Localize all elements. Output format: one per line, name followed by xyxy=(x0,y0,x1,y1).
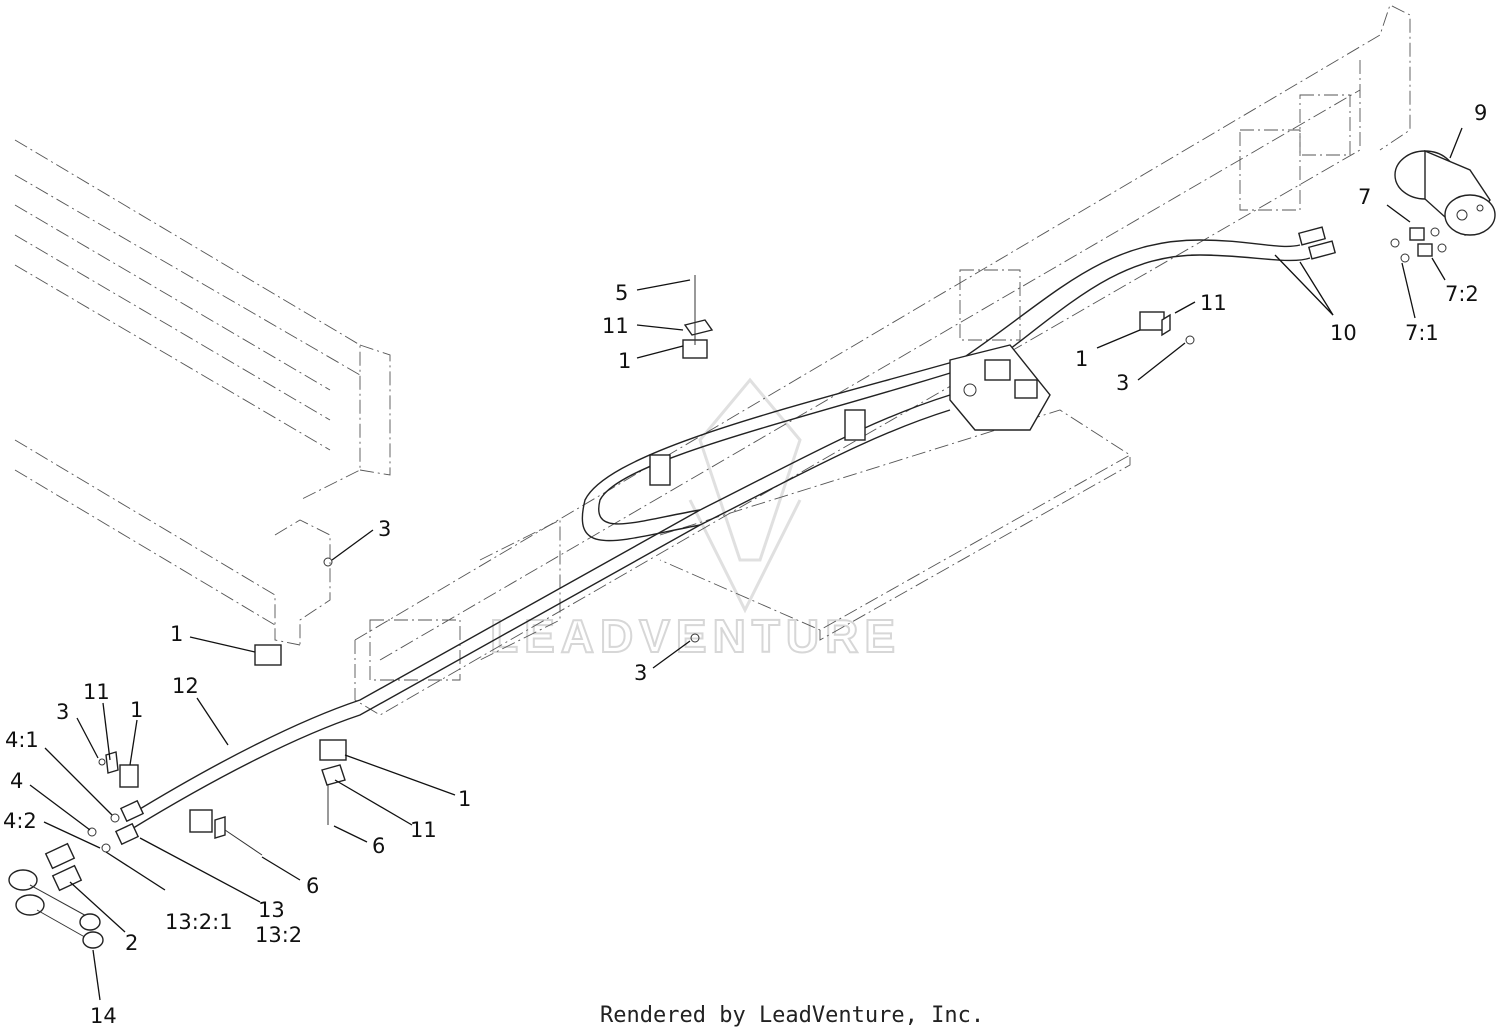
callout-10: 10 xyxy=(1330,321,1357,345)
watermark: LEADVENTURE xyxy=(489,377,901,663)
callout-labels: 9 7 7:2 7:1 10 11 1 3 5 11 1 3 1 3 12 11… xyxy=(3,101,1487,1028)
callout-13-2-1: 13:2:1 xyxy=(165,910,233,934)
callout-11-top: 11 xyxy=(602,314,629,338)
bed-outline xyxy=(14,139,391,646)
callout-1-bottom: 1 xyxy=(458,787,471,811)
callout-3-left: 3 xyxy=(56,700,69,724)
callout-2: 2 xyxy=(125,931,138,955)
callout-1-top: 1 xyxy=(618,349,631,373)
callout-6-bottom: 6 xyxy=(372,834,385,858)
callout-11-left: 11 xyxy=(83,680,110,704)
callout-13-2: 13:2 xyxy=(255,923,302,947)
callout-3-right: 3 xyxy=(1116,371,1129,395)
frame-rail xyxy=(354,4,1411,716)
callout-11-right: 11 xyxy=(1200,291,1227,315)
callout-9: 9 xyxy=(1474,101,1487,125)
callout-7-2: 7:2 xyxy=(1445,282,1479,306)
clamps xyxy=(98,275,1195,856)
callout-3-bed: 3 xyxy=(378,517,391,541)
callout-12: 12 xyxy=(172,674,199,698)
valve-block xyxy=(949,344,1051,431)
callout-6-left: 6 xyxy=(306,874,319,898)
callout-5: 5 xyxy=(615,281,628,305)
callout-7-1: 7:1 xyxy=(1405,321,1439,345)
callout-13: 13 xyxy=(258,898,285,922)
watermark-text: LEADVENTURE xyxy=(490,610,901,662)
hydraulic-hoses xyxy=(129,239,1311,831)
quick-couplers xyxy=(8,799,145,949)
lower-plate xyxy=(659,409,1131,641)
callout-7: 7 xyxy=(1358,185,1371,209)
callout-4-1: 4:1 xyxy=(5,728,39,752)
footer-credit: Rendered by LeadVenture, Inc. xyxy=(600,1003,984,1028)
hydraulic-motor xyxy=(1394,149,1496,237)
callout-4: 4 xyxy=(10,769,23,793)
callout-14: 14 xyxy=(90,1004,117,1028)
callout-1-left: 1 xyxy=(170,622,183,646)
callout-4-2: 4:2 xyxy=(3,809,37,833)
callout-1-coupler: 1 xyxy=(130,698,143,722)
motor-fittings xyxy=(1297,226,1447,263)
leader-lines xyxy=(29,127,1463,1001)
callout-11-bottom: 11 xyxy=(410,818,437,842)
callout-3-plate: 3 xyxy=(634,661,647,685)
callout-1-right: 1 xyxy=(1075,347,1088,371)
